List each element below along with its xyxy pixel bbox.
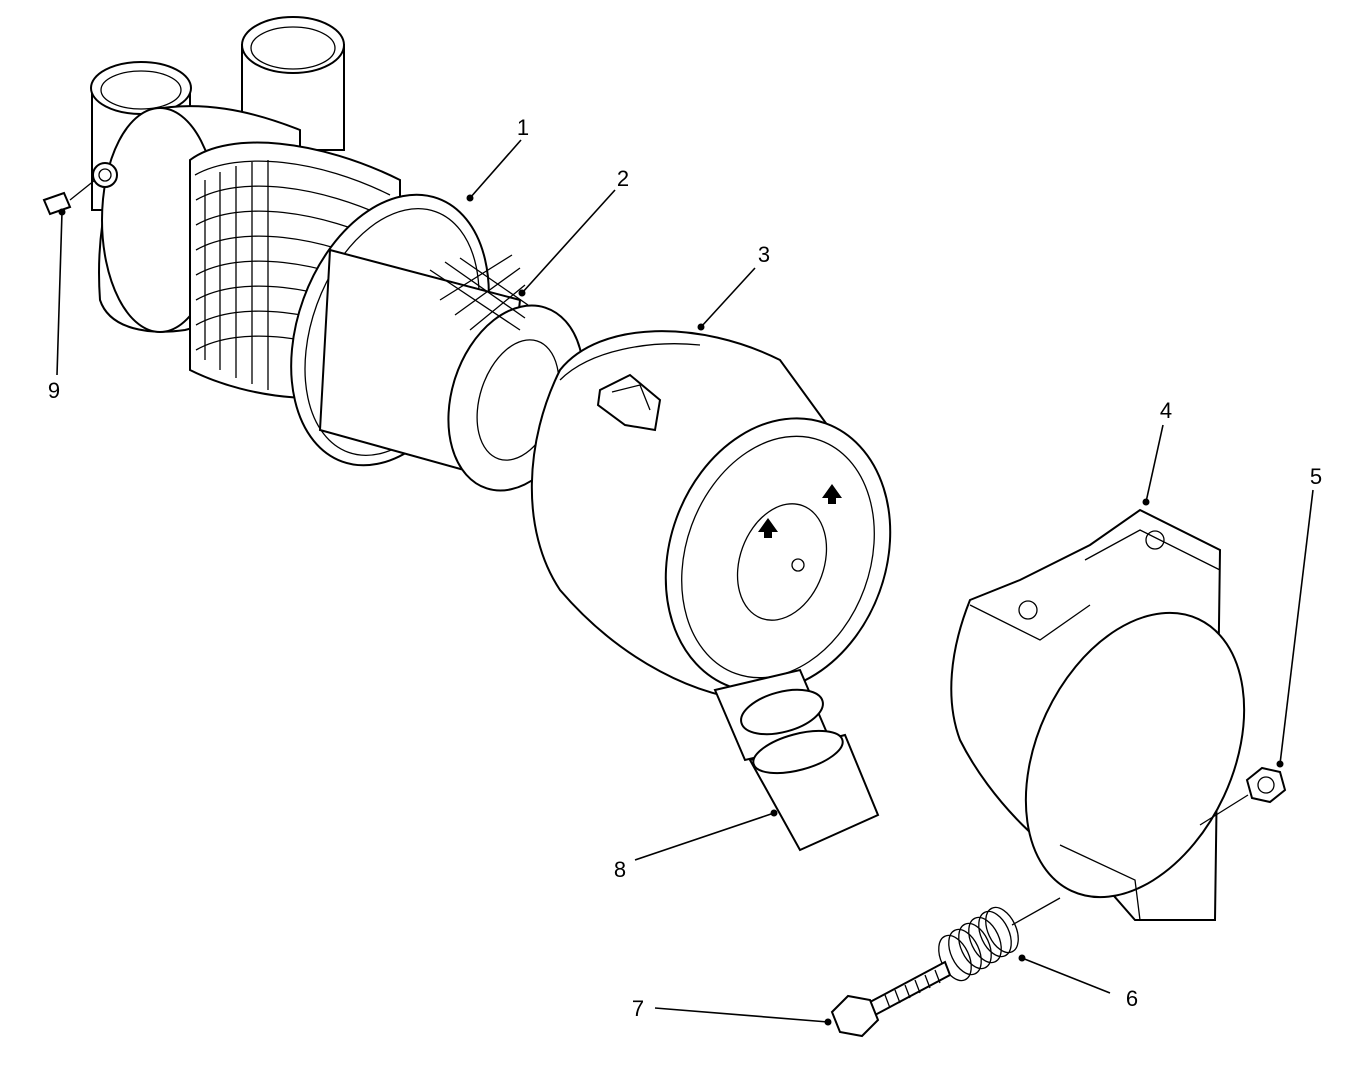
fitting-part-9 [42, 179, 96, 216]
callout-7: 7 [632, 996, 644, 1021]
callout-1: 1 [517, 115, 529, 140]
callout-5: 5 [1310, 464, 1322, 489]
callout-9: 9 [48, 378, 60, 403]
callout-6: 6 [1126, 986, 1138, 1011]
callout-2: 2 [617, 166, 629, 191]
callout-3: 3 [758, 242, 770, 267]
nut [1199, 766, 1287, 826]
bolt [830, 960, 952, 1038]
mounting-band [950, 508, 1246, 921]
callout-8: 8 [614, 857, 626, 882]
cover-assembly [530, 330, 892, 702]
spring [938, 897, 1061, 982]
leader-lines [56, 139, 1314, 1026]
callout-4: 4 [1160, 398, 1172, 423]
vacuator-valve [713, 668, 880, 852]
callout-labels: 1 2 3 4 5 6 7 8 9 [48, 115, 1322, 1021]
